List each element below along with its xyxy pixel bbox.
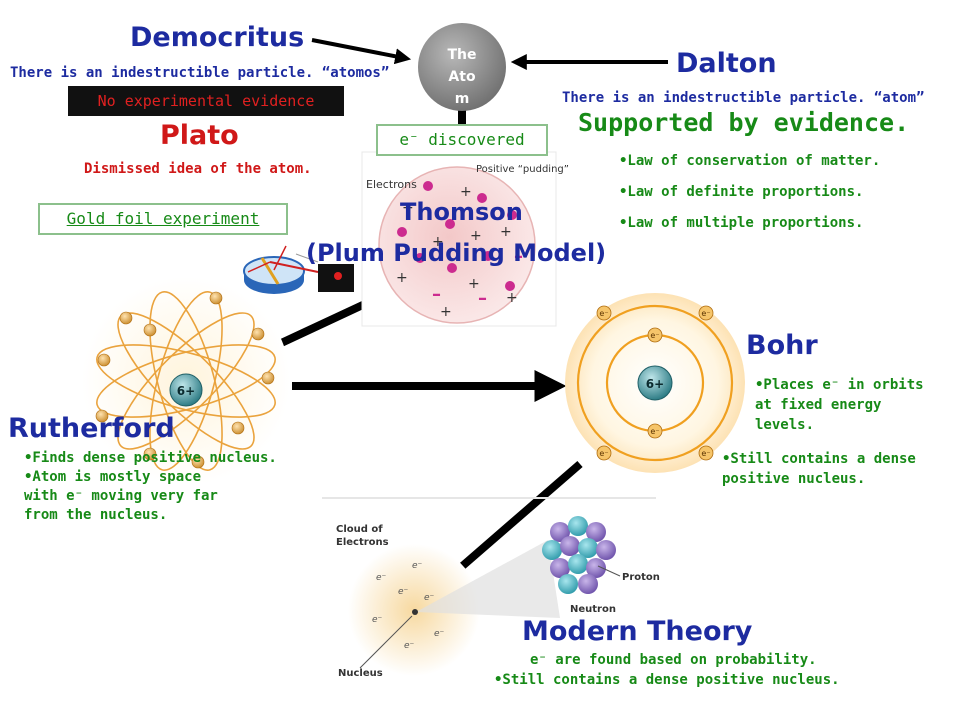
- bohr-electron-label: e⁻: [599, 309, 608, 318]
- pudding-electrons: [397, 181, 517, 291]
- bohr-electron: [647, 423, 663, 439]
- bohr-electron: [596, 305, 612, 321]
- svg-text:–: –: [478, 288, 487, 309]
- list-item: •Still contains a dense positive nucleus…: [494, 672, 840, 688]
- atom-title-line: m: [454, 91, 470, 107]
- bohr-electron-label: e⁻: [701, 309, 710, 318]
- modern-theory-image: e⁻ e⁻ e⁻ e⁻ e⁻ e⁻ e⁻ Cloud of Electrons Nucleu…: [322, 497, 660, 679]
- bohr-electron-label: e⁻: [701, 449, 710, 458]
- cloud-electron-label: e⁻: [372, 615, 383, 625]
- list-item: levels.: [755, 417, 815, 433]
- bohr-electron-label: e⁻: [650, 427, 659, 436]
- svg-text:–: –: [514, 246, 523, 267]
- nucleus-label: Nucleus: [338, 668, 383, 679]
- bohr-electron: [698, 445, 714, 461]
- svg-text:+: +: [470, 228, 482, 244]
- pudding-plus-signs: + + + + + + + + +: [396, 184, 518, 320]
- plato-claim: Dismissed idea of the atom.: [84, 161, 312, 177]
- bohr-nucleus-label: 6+: [646, 377, 664, 391]
- list-item: •Places e⁻ in orbits: [755, 377, 924, 393]
- bohr-name: Bohr: [746, 330, 818, 361]
- rutherford-nucleus-label: 6+: [177, 384, 195, 398]
- svg-text:+: +: [460, 184, 472, 200]
- plum-pudding-image: Electrons Positive “pudding” ––– +++ +++…: [361, 151, 569, 327]
- cloud-of-electrons-label-2: Electrons: [336, 537, 389, 548]
- bohr-electron: [647, 327, 663, 343]
- neutron-label: Neutron: [570, 604, 616, 615]
- dalton-claim: There is an indestructible particle. “at…: [562, 90, 925, 106]
- plato-name: Plato: [160, 120, 239, 151]
- svg-text:+: +: [396, 270, 408, 286]
- cloud-electron-label: e⁻: [376, 573, 387, 583]
- cloud-electron-label: e⁻: [412, 561, 423, 571]
- list-item: •Law of multiple proportions.: [619, 215, 864, 231]
- bohr-facts-orbits: •Places e⁻ in orbits at fixed energy lev…: [755, 375, 924, 435]
- pudding-positive-label: Positive “pudding”: [476, 164, 569, 175]
- cloud-electron-label: e⁻: [424, 593, 435, 603]
- svg-text:+: +: [500, 224, 512, 240]
- cloud-electron-label: e⁻: [434, 629, 445, 639]
- svg-text:+: +: [432, 234, 444, 250]
- proton-label: Proton: [622, 572, 660, 583]
- list-item: •Law of definite proportions.: [619, 184, 864, 200]
- no-evidence-badge: No experimental evidence: [68, 86, 344, 116]
- list-item: with e⁻ moving very far: [24, 488, 218, 504]
- svg-text:–: –: [432, 284, 441, 305]
- bohr-electron-label: e⁻: [599, 449, 608, 458]
- bohr-facts-nucleus: •Still contains a dense positive nucleus…: [722, 449, 916, 489]
- modern-theory-facts: e⁻ are found based on probability. •Stil…: [494, 650, 840, 690]
- bohr-electron: [698, 305, 714, 321]
- list-item: positive nucleus.: [722, 471, 866, 487]
- nucleus-cluster: [542, 516, 616, 594]
- atom-title-line: Ato: [448, 69, 476, 85]
- list-item: •Still contains a dense: [722, 451, 916, 467]
- cloud-electron-label: e⁻: [404, 641, 415, 651]
- dalton-laws-list: •Law of conservation of matter. •Law of …: [619, 146, 880, 239]
- atom-title-line: The: [447, 47, 477, 63]
- thomson-name: Thomson: [400, 198, 523, 226]
- pudding-minus-signs: – – –: [432, 246, 523, 309]
- list-item: at fixed energy: [755, 397, 882, 413]
- arrow-democritus-to-atom: [311, 38, 412, 65]
- list-item: •Finds dense positive nucleus.: [24, 450, 277, 466]
- list-item: •Law of conservation of matter.: [619, 153, 881, 169]
- cloud-of-electrons-label: Cloud of: [336, 524, 383, 535]
- rutherford-facts: •Finds dense positive nucleus. •Atom is …: [24, 449, 277, 525]
- atom-center-ball: [418, 23, 506, 111]
- plum-pudding-model-label: (Plum Pudding Model): [306, 239, 607, 267]
- atom-title: The Ato m: [426, 44, 498, 110]
- list-item: •Atom is mostly space: [24, 469, 202, 485]
- bohr-electron-label: e⁻: [650, 331, 659, 340]
- supported-by-evidence: Supported by evidence.: [578, 108, 910, 137]
- electron-discovered-box: e⁻ discovered: [376, 124, 548, 156]
- rutherford-name: Rutherford: [8, 413, 175, 444]
- cloud-electron-label: e⁻: [398, 587, 409, 597]
- bohr-electron: [596, 445, 612, 461]
- svg-text:+: +: [468, 276, 480, 292]
- democritus-claim: There is an indestructible particle. “at…: [10, 65, 390, 81]
- gold-foil-experiment-box: Gold foil experiment: [38, 203, 288, 235]
- gold-foil-apparatus-image: [242, 240, 358, 300]
- arrow-bohr-to-modern: [433, 460, 583, 592]
- modern-theory-name: Modern Theory: [522, 616, 753, 647]
- list-item: from the nucleus.: [24, 507, 168, 523]
- svg-text:+: +: [402, 200, 414, 216]
- rutherford-atom-image: 6+: [82, 277, 290, 485]
- svg-text:+: +: [506, 290, 518, 306]
- pudding-electrons-label: Electrons: [366, 178, 417, 191]
- cloud-electron-labels: e⁻ e⁻ e⁻ e⁻ e⁻ e⁻ e⁻: [372, 561, 445, 651]
- bohr-electrons: e⁻ e⁻ e⁻ e⁻ e⁻ e⁻: [596, 305, 714, 461]
- democritus-name: Democritus: [130, 22, 305, 53]
- bohr-atom-image: 6+ e⁻ e⁻ e⁻ e⁻ e⁻ e⁻: [565, 293, 745, 473]
- svg-text:+: +: [440, 304, 452, 320]
- list-item: e⁻ are found based on probability.: [530, 652, 817, 668]
- dalton-name: Dalton: [676, 48, 777, 79]
